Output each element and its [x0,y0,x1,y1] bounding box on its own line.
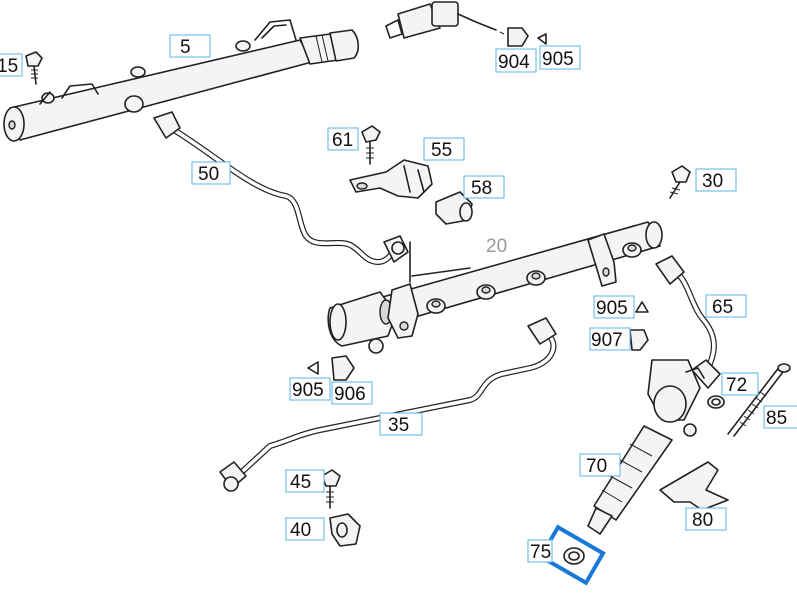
fuel-rail-upper[interactable] [3,19,360,142]
svg-text:58: 58 [471,178,492,199]
part-906[interactable] [331,355,355,381]
label-907[interactable]: 907 [589,327,631,351]
svg-text:40: 40 [290,520,311,541]
svg-text:30: 30 [702,171,723,192]
label-85[interactable]: 85 [763,405,797,429]
svg-text:15: 15 [0,56,18,77]
damper-58[interactable] [435,191,473,225]
part-907[interactable] [629,329,649,351]
label-905-right[interactable]: 905 [593,295,635,319]
pressure-sensor[interactable] [385,1,505,39]
bracket-55[interactable] [349,159,433,199]
bolt-45[interactable] [321,469,341,509]
label-65[interactable]: 65 [705,294,747,318]
seal-ring-72[interactable] [707,395,725,409]
label-75[interactable]: 75 [527,539,553,563]
label-40[interactable]: 40 [285,517,325,541]
svg-text:55: 55 [431,140,452,161]
svg-text:61: 61 [332,130,353,151]
bolt-15[interactable] [25,51,43,85]
label-5[interactable]: 5 [169,34,211,58]
bushing-40[interactable] [329,513,361,547]
clamp-80[interactable] [659,461,729,511]
stretch-bolt-85[interactable] [727,363,791,437]
seal-905-top[interactable] [537,33,547,45]
svg-text:905: 905 [542,49,574,70]
svg-text:75: 75 [530,542,551,563]
label-58[interactable]: 58 [463,175,505,199]
label-80[interactable]: 80 [685,507,727,531]
bolt-30[interactable] [669,165,691,199]
svg-text:80: 80 [692,510,713,531]
svg-text:904: 904 [498,52,530,73]
label-20: 20 [486,236,507,257]
label-61[interactable]: 61 [327,127,359,151]
seal-905-right[interactable] [635,301,649,313]
label-72[interactable]: 72 [721,372,759,396]
sealing-part-904[interactable] [507,27,529,47]
svg-text:905: 905 [292,380,324,401]
svg-text:65: 65 [712,297,733,318]
pipe-35[interactable] [219,317,557,492]
pipe-65[interactable] [655,255,721,389]
svg-text:907: 907 [591,330,623,351]
label-50[interactable]: 50 [191,161,231,185]
svg-text:20: 20 [486,236,507,257]
label-905-top[interactable]: 905 [539,45,581,70]
svg-text:70: 70 [586,456,607,477]
label-904[interactable]: 904 [495,48,537,73]
label-70[interactable]: 70 [579,453,621,477]
svg-text:906: 906 [334,384,366,405]
label-15[interactable]: 15 [0,53,23,77]
svg-text:85: 85 [766,408,787,429]
label-905-left[interactable]: 905 [289,377,331,401]
pipe-50[interactable] [153,111,409,265]
washer-75[interactable] [563,547,585,565]
fuel-rail-lower[interactable] [327,221,663,354]
svg-text:5: 5 [180,37,191,58]
svg-text:35: 35 [388,415,409,436]
label-30[interactable]: 30 [695,168,737,192]
label-45[interactable]: 45 [285,469,325,493]
svg-text:45: 45 [290,472,311,493]
seal-905-left[interactable] [307,361,319,375]
svg-text:72: 72 [726,375,747,396]
svg-text:50: 50 [198,164,219,185]
label-906[interactable]: 906 [331,381,373,405]
svg-text:905: 905 [596,298,628,319]
label-35[interactable]: 35 [379,412,423,436]
bolt-61[interactable] [361,125,381,165]
label-55[interactable]: 55 [423,137,465,161]
injector-70[interactable] [587,359,705,535]
